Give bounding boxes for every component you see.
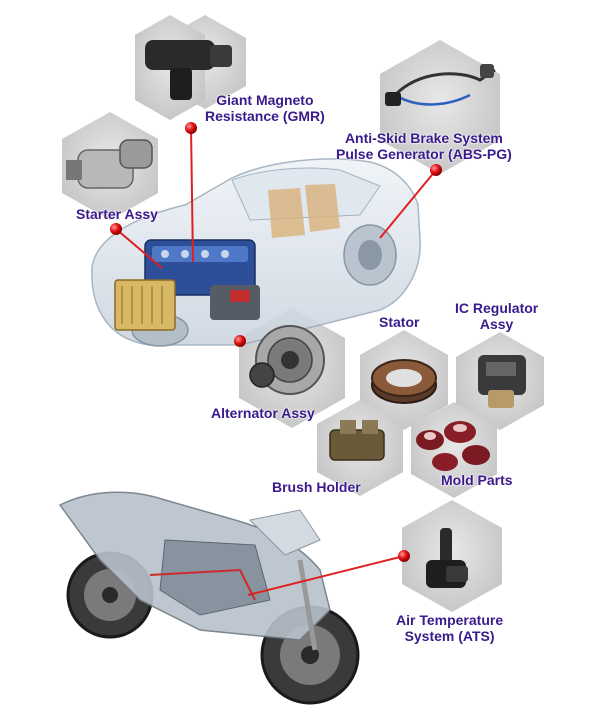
label-mold-parts: Mold Parts (441, 472, 513, 488)
mold-parts-image (416, 421, 490, 471)
label-ic-regulator-line2: Assy (479, 316, 514, 332)
label-ats-line1: Air Temperature (396, 612, 504, 628)
label-abs-line1: Anti-Skid Brake System (344, 130, 503, 146)
connector-dot-alternator (234, 335, 246, 347)
label-ats-line2: System (ATS) (404, 628, 495, 644)
label-gmr-line1: Giant Magneto (216, 92, 314, 108)
motorcycle-illustration (58, 491, 360, 705)
connector-abs (379, 169, 437, 239)
label-brush-holder: Brush Holder (272, 479, 361, 495)
label-ic-regulator: IC Regulator Assy (455, 300, 538, 332)
label-ic-regulator-line1: IC Regulator (455, 300, 539, 316)
hex-mold-parts (411, 402, 497, 498)
brush-holder-image (329, 420, 385, 461)
connector-gmr (190, 127, 194, 263)
stator-image (371, 359, 437, 404)
label-stator: Stator (379, 314, 420, 330)
hex-abs (380, 40, 500, 174)
starter-image (66, 139, 153, 189)
connector-starter (115, 228, 163, 269)
connector-dot-gmr (185, 122, 197, 134)
connector-dot-starter (110, 223, 122, 235)
alternator-image (249, 325, 325, 395)
label-ats: Air Temperature System (ATS) (396, 612, 503, 644)
gmr-sensor-image (145, 40, 232, 100)
connector-dot-abs (430, 164, 442, 176)
ic-regulator-image (478, 355, 526, 408)
ats-sensor-image (426, 528, 468, 588)
label-abs-line2: Pulse Generator (ABS-PG) (336, 146, 512, 162)
label-starter: Starter Assy (76, 206, 158, 222)
connector-dot-ats (398, 550, 410, 562)
car-illustration (91, 158, 421, 347)
label-gmr: Giant Magneto Resistance (GMR) (205, 92, 325, 124)
connector-ats (247, 555, 405, 596)
label-gmr-line2: Resistance (GMR) (205, 108, 325, 124)
label-alternator: Alternator Assy (211, 405, 315, 421)
abs-sensor-image (385, 64, 496, 106)
label-abs: Anti-Skid Brake System Pulse Generator (… (336, 130, 512, 162)
